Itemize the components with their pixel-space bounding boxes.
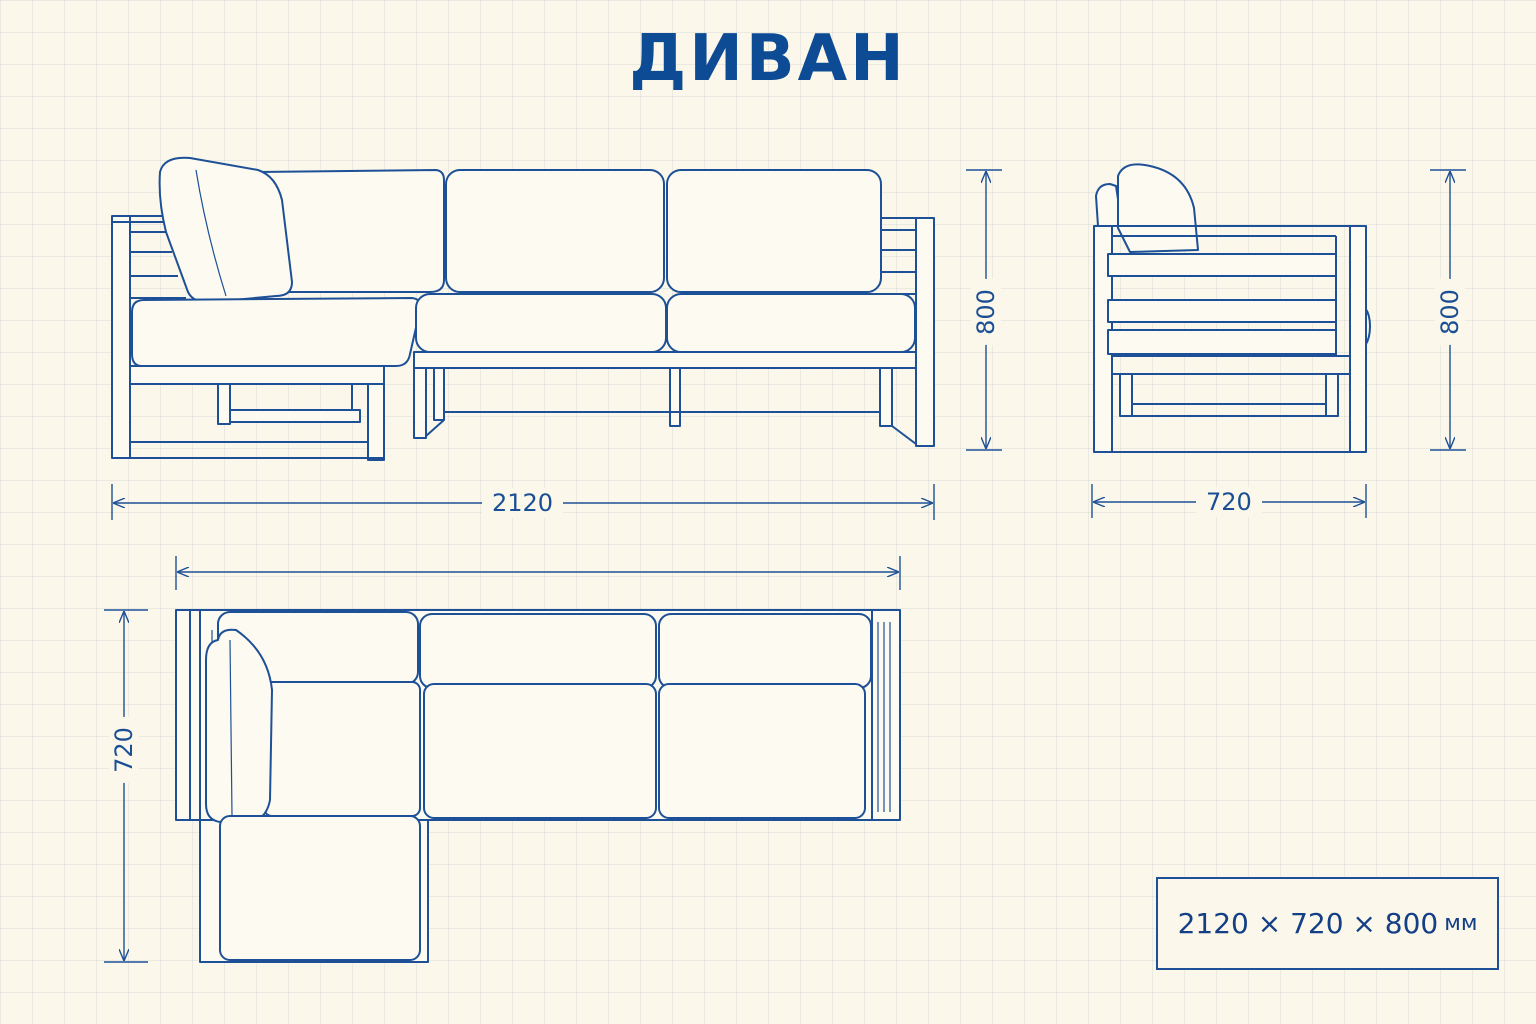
- top-depth-label: 720: [108, 717, 139, 783]
- front-view: [111, 156, 935, 461]
- dimensions-summary-unit: мм: [1444, 911, 1478, 936]
- top-depth-dimension: [104, 609, 148, 963]
- top-view: [175, 609, 901, 963]
- page-title: ДИВАН: [629, 22, 907, 96]
- side-view: [1093, 163, 1371, 453]
- front-width-label: 2120: [482, 488, 564, 518]
- dimensions-summary-box: 2120 × 720 × 800 мм: [1156, 877, 1499, 970]
- dimensions-summary-values: 2120 × 720 × 800: [1177, 907, 1439, 940]
- side-height-label: 800: [1434, 279, 1465, 345]
- side-depth-label: 720: [1196, 487, 1262, 517]
- front-height-label: 800: [970, 279, 1001, 345]
- top-width-dimension: [175, 556, 901, 590]
